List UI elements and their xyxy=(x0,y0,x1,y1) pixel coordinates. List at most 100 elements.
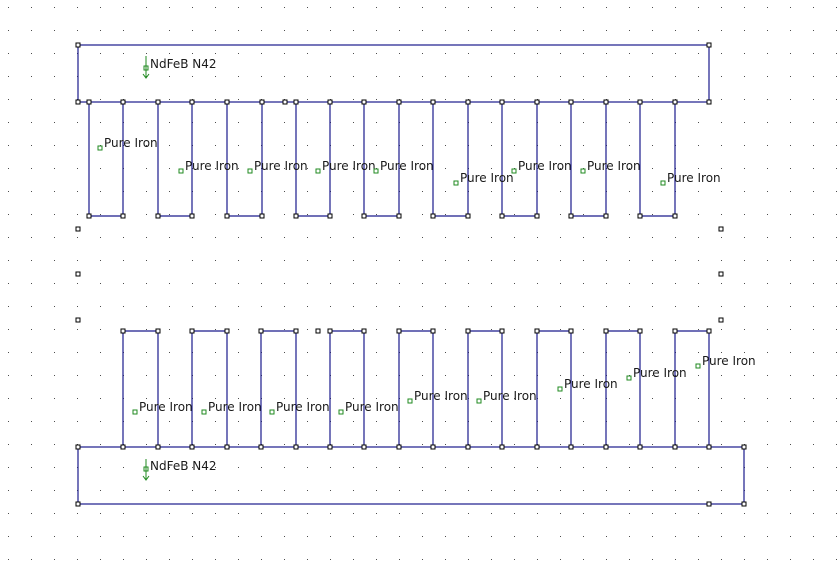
mesh-node[interactable] xyxy=(189,213,195,219)
mesh-node[interactable] xyxy=(75,501,81,507)
mesh-node[interactable] xyxy=(672,444,678,450)
mesh-node[interactable] xyxy=(465,444,471,450)
mesh-node[interactable] xyxy=(430,99,436,105)
mesh-node[interactable] xyxy=(155,328,161,334)
mesh-node[interactable] xyxy=(430,328,436,334)
mesh-node[interactable] xyxy=(259,99,265,105)
mesh-node[interactable] xyxy=(568,213,574,219)
iron-block-label[interactable]: Pure Iron xyxy=(269,400,330,415)
mesh-node[interactable] xyxy=(224,99,230,105)
mesh-node[interactable] xyxy=(672,328,678,334)
mesh-node[interactable] xyxy=(189,444,195,450)
mesh-node[interactable] xyxy=(499,444,505,450)
mesh-node[interactable] xyxy=(534,444,540,450)
iron-block-label[interactable]: Pure Iron xyxy=(407,389,468,404)
mesh-node[interactable] xyxy=(672,99,678,105)
bottom-magnet-block[interactable] xyxy=(77,446,745,505)
mesh-node[interactable] xyxy=(499,213,505,219)
bottom-iron-tooth[interactable] xyxy=(605,330,641,447)
mesh-node[interactable] xyxy=(706,99,712,105)
iron-block-label[interactable]: Pure Iron xyxy=(247,159,308,174)
bottom-iron-tooth[interactable] xyxy=(329,330,365,447)
bottom-iron-tooth[interactable] xyxy=(398,330,434,447)
mesh-node[interactable] xyxy=(568,444,574,450)
mesh-node[interactable] xyxy=(534,213,540,219)
mesh-node[interactable] xyxy=(155,213,161,219)
mesh-node[interactable] xyxy=(637,99,643,105)
mesh-node[interactable] xyxy=(718,226,724,232)
iron-block-label[interactable]: Pure Iron xyxy=(476,389,537,404)
mesh-node[interactable] xyxy=(499,328,505,334)
mesh-node[interactable] xyxy=(189,328,195,334)
mesh-node[interactable] xyxy=(315,328,321,334)
iron-block-label[interactable]: Pure Iron xyxy=(315,159,376,174)
iron-block-label[interactable]: Pure Iron xyxy=(201,400,262,415)
mesh-node[interactable] xyxy=(603,444,609,450)
mesh-node[interactable] xyxy=(120,213,126,219)
bottom-iron-tooth[interactable] xyxy=(122,330,159,447)
iron-block-label[interactable]: Pure Iron xyxy=(97,136,158,151)
mesh-node[interactable] xyxy=(75,42,81,48)
mesh-node[interactable] xyxy=(86,99,92,105)
mesh-node[interactable] xyxy=(361,444,367,450)
mesh-node[interactable] xyxy=(75,226,81,232)
mesh-node[interactable] xyxy=(224,328,230,334)
top-iron-tooth[interactable] xyxy=(432,102,469,217)
bottom-iron-tooth[interactable] xyxy=(260,330,297,447)
mesh-node[interactable] xyxy=(603,99,609,105)
iron-block-label[interactable]: Pure Iron xyxy=(132,400,193,415)
mesh-node[interactable] xyxy=(396,99,402,105)
iron-block-label[interactable]: Pure Iron xyxy=(557,377,618,392)
mesh-node[interactable] xyxy=(189,99,195,105)
mesh-node[interactable] xyxy=(499,99,505,105)
iron-block-label[interactable]: Pure Iron xyxy=(511,159,572,174)
mesh-node[interactable] xyxy=(293,444,299,450)
iron-block-label[interactable]: Pure Iron xyxy=(660,171,721,186)
mesh-node[interactable] xyxy=(120,328,126,334)
mesh-node[interactable] xyxy=(706,42,712,48)
mesh-node[interactable] xyxy=(327,99,333,105)
mesh-node[interactable] xyxy=(637,328,643,334)
mesh-node[interactable] xyxy=(465,213,471,219)
bottom-magnet-label[interactable]: NdFeB N42 xyxy=(142,459,217,481)
mesh-node[interactable] xyxy=(603,213,609,219)
mesh-node[interactable] xyxy=(120,444,126,450)
iron-block-label[interactable]: Pure Iron xyxy=(178,159,239,174)
mesh-node[interactable] xyxy=(224,444,230,450)
mesh-node[interactable] xyxy=(465,99,471,105)
mesh-node[interactable] xyxy=(361,99,367,105)
bottom-iron-tooth[interactable] xyxy=(674,330,710,447)
mesh-node[interactable] xyxy=(293,99,299,105)
mesh-node[interactable] xyxy=(361,328,367,334)
iron-block-label[interactable]: Pure Iron xyxy=(338,400,399,415)
mesh-node[interactable] xyxy=(75,271,81,277)
iron-block-label[interactable]: Pure Iron xyxy=(580,159,641,174)
top-iron-tooth[interactable] xyxy=(501,102,538,217)
top-magnet-block[interactable] xyxy=(77,44,710,103)
mesh-node[interactable] xyxy=(603,328,609,334)
mesh-node[interactable] xyxy=(706,501,712,507)
mesh-node[interactable] xyxy=(258,444,264,450)
mesh-node[interactable] xyxy=(465,328,471,334)
mesh-node[interactable] xyxy=(396,444,402,450)
mesh-node[interactable] xyxy=(430,444,436,450)
mesh-node[interactable] xyxy=(396,213,402,219)
mesh-node[interactable] xyxy=(718,271,724,277)
mesh-node[interactable] xyxy=(430,213,436,219)
mesh-node[interactable] xyxy=(327,444,333,450)
mesh-node[interactable] xyxy=(155,444,161,450)
mesh-node[interactable] xyxy=(258,328,264,334)
iron-block-label[interactable]: Pure Iron xyxy=(373,159,434,174)
top-magnet-label[interactable]: NdFeB N42 xyxy=(142,56,217,79)
bottom-iron-tooth[interactable] xyxy=(467,330,503,447)
mesh-node[interactable] xyxy=(75,444,81,450)
mesh-node[interactable] xyxy=(327,328,333,334)
top-iron-tooth[interactable] xyxy=(157,102,193,217)
mesh-node[interactable] xyxy=(741,501,747,507)
mesh-node[interactable] xyxy=(75,99,81,105)
iron-block-label[interactable]: Pure Iron xyxy=(626,366,687,381)
mesh-node[interactable] xyxy=(361,213,367,219)
mesh-node[interactable] xyxy=(672,213,678,219)
mesh-node[interactable] xyxy=(718,317,724,323)
